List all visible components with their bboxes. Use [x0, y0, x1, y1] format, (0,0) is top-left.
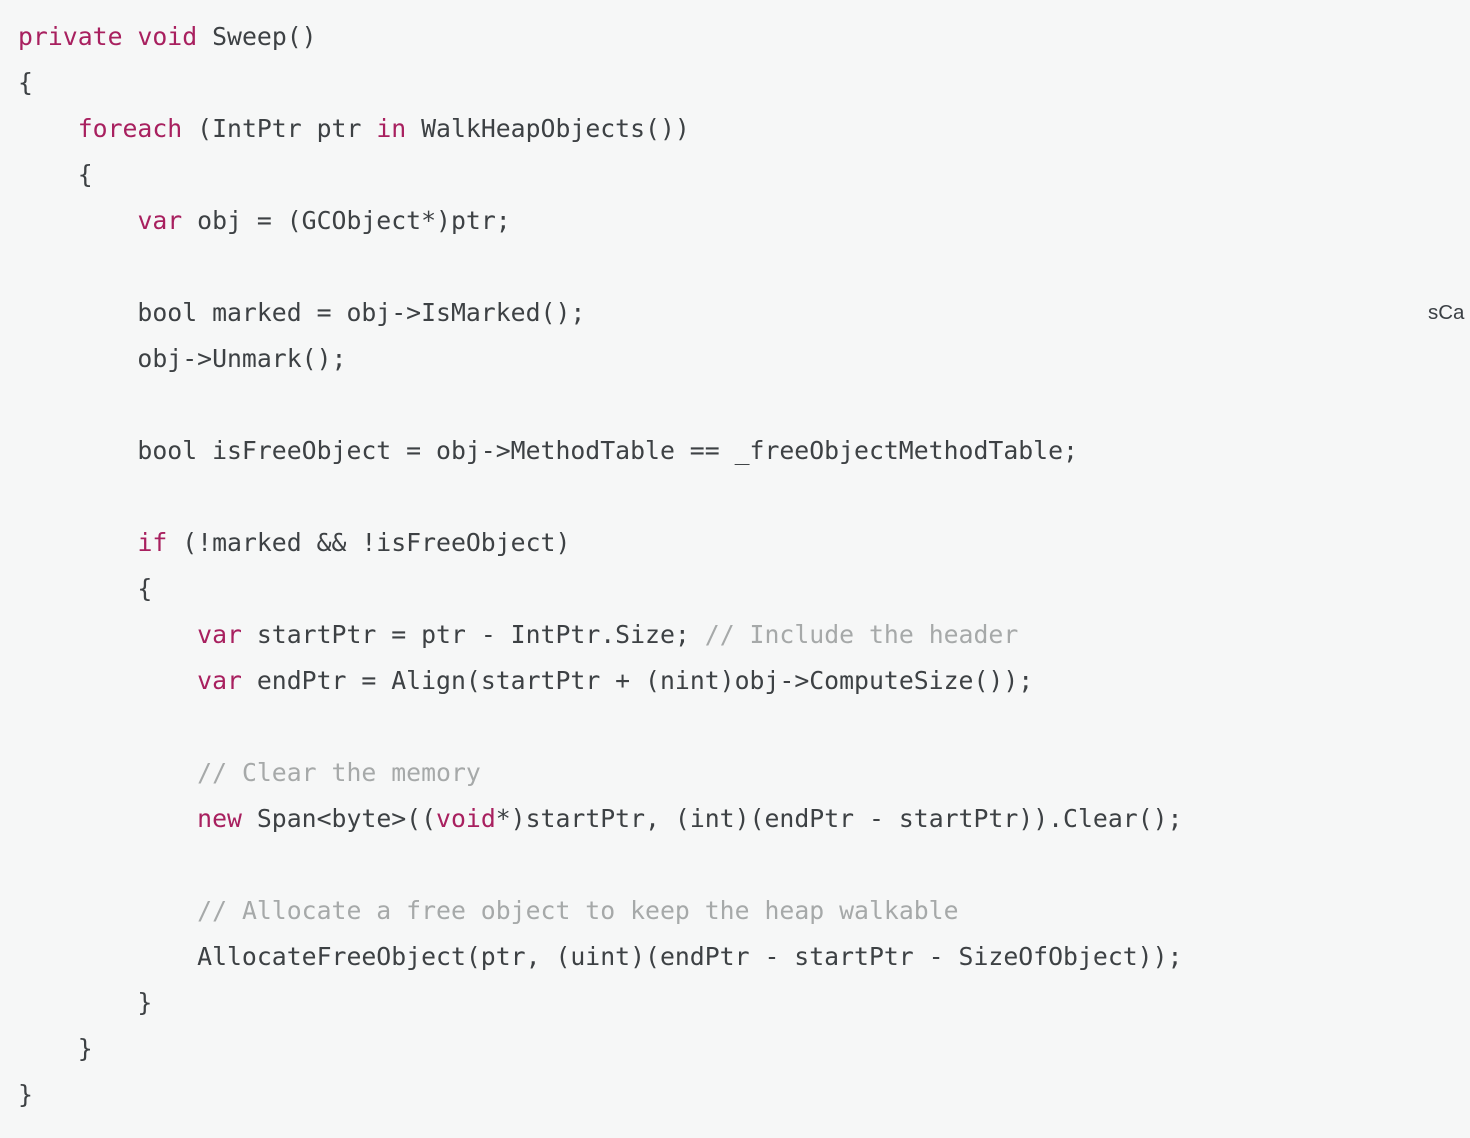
code-text [18, 896, 197, 925]
code-text: } [18, 988, 153, 1017]
code-text: bool isFreeObject = obj->MethodTable == … [18, 436, 1078, 465]
code-text: endPtr = Align(startPtr + (nint)obj->Com… [241, 666, 1034, 695]
code-line [18, 474, 1470, 520]
code-text: bool marked = obj->IsMarked(); [18, 298, 586, 327]
code-text: { [18, 574, 153, 603]
code-line [18, 842, 1470, 888]
code-text [18, 206, 137, 235]
code-keyword: foreach [77, 114, 183, 143]
code-keyword: new [197, 804, 242, 833]
code-text: obj->Unmark(); [18, 344, 347, 373]
code-text: startPtr = ptr - IntPtr.Size; [241, 620, 705, 649]
code-text [18, 804, 197, 833]
code-line: obj->Unmark(); [18, 336, 1470, 382]
code-line [18, 244, 1470, 290]
code-line: if (!marked && !isFreeObject) [18, 520, 1470, 566]
code-keyword: var [137, 206, 183, 235]
code-line: var endPtr = Align(startPtr + (nint)obj-… [18, 658, 1470, 704]
code-text: { [18, 160, 93, 189]
code-text: *)startPtr, (int)(endPtr - startPtr)).Cl… [495, 804, 1183, 833]
edge-text-fragment: sCa [1428, 301, 1465, 324]
code-text [18, 758, 197, 787]
code-line [18, 382, 1470, 428]
code-keyword: var [197, 620, 242, 649]
code-text: { [18, 68, 33, 97]
code-keyword: var [197, 666, 242, 695]
code-line: bool isFreeObject = obj->MethodTable == … [18, 428, 1470, 474]
code-text [18, 114, 78, 143]
code-text [18, 620, 197, 649]
code-line: // Allocate a free object to keep the he… [18, 888, 1470, 934]
code-text: WalkHeapObjects()) [406, 114, 690, 143]
code-text: (IntPtr ptr [182, 114, 377, 143]
code-line [18, 704, 1470, 750]
code-line: AllocateFreeObject(ptr, (uint)(endPtr - … [18, 934, 1470, 980]
code-text [18, 528, 137, 557]
code-line: } [18, 1072, 1470, 1118]
code-line: private void Sweep() [18, 14, 1470, 60]
code-line: foreach (IntPtr ptr in WalkHeapObjects()… [18, 106, 1470, 152]
code-line: var obj = (GCObject*)ptr; [18, 198, 1470, 244]
code-text: Sweep() [197, 22, 317, 51]
code-text [18, 666, 197, 695]
code-text: } [18, 1080, 33, 1109]
code-line: { [18, 566, 1470, 612]
code-keyword: if [137, 528, 168, 557]
code-comment: // Include the header [704, 620, 1019, 649]
code-keyword: void [137, 22, 198, 51]
code-text: (!marked && !isFreeObject) [167, 528, 571, 557]
code-line: { [18, 152, 1470, 198]
code-line: // Clear the memory [18, 750, 1470, 796]
code-line: } [18, 1026, 1470, 1072]
code-text: } [18, 1034, 93, 1063]
code-text [123, 22, 138, 51]
code-comment: // Clear the memory [197, 758, 481, 787]
code-keyword: private [18, 22, 123, 51]
code-text: AllocateFreeObject(ptr, (uint)(endPtr - … [18, 942, 1183, 971]
code-text: obj = (GCObject*)ptr; [182, 206, 511, 235]
code-line: { [18, 60, 1470, 106]
code-text: Span<byte>(( [241, 804, 437, 833]
code-line: new Span<byte>((void*)startPtr, (int)(en… [18, 796, 1470, 842]
code-line: } [18, 980, 1470, 1026]
code-comment: // Allocate a free object to keep the he… [197, 896, 959, 925]
code-keyword: in [376, 114, 407, 143]
code-keyword: void [436, 804, 496, 833]
code-line: var startPtr = ptr - IntPtr.Size; // Inc… [18, 612, 1470, 658]
code-line: bool marked = obj->IsMarked(); [18, 290, 1470, 336]
